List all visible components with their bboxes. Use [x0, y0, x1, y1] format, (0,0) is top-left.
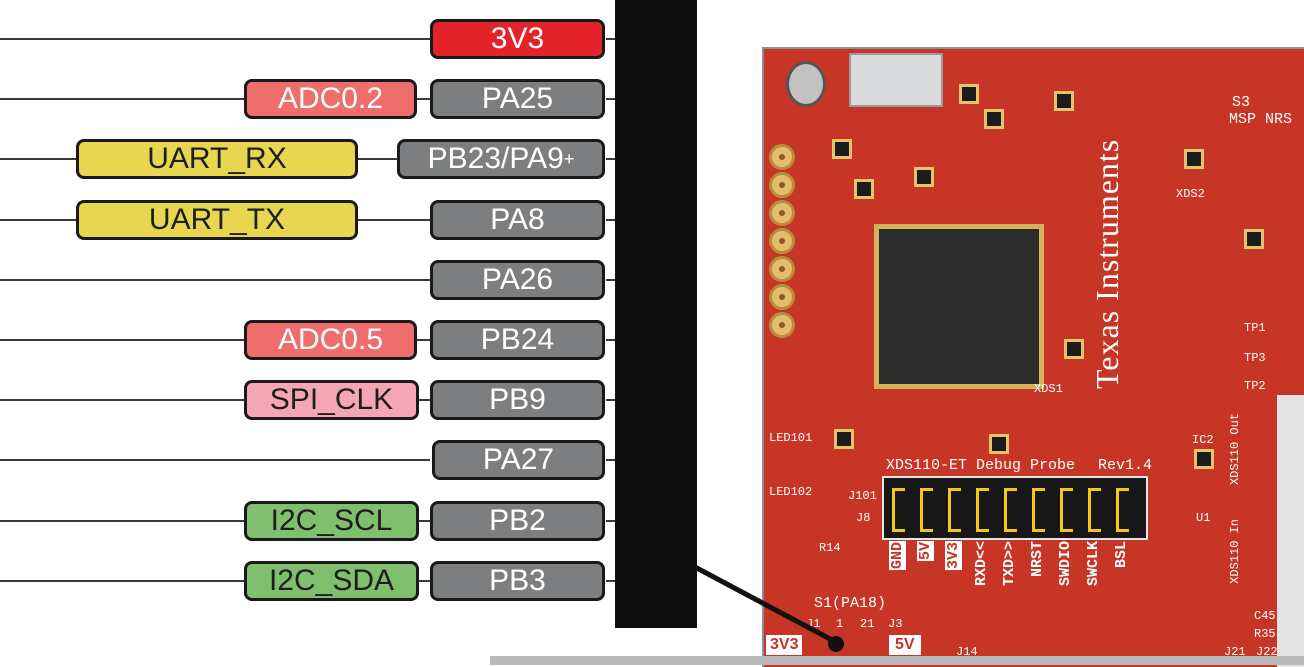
silk-xds110-out: XDS110 Out [1228, 413, 1242, 486]
pin-label: PA8 [430, 200, 605, 240]
debug-signal-label: NRST [1029, 541, 1046, 578]
rev-label: Rev1.4 [1098, 457, 1153, 474]
tag-3v3: 3V3 [766, 635, 803, 655]
silk-tp2: TP2 [1244, 379, 1266, 393]
function-label-uart: UART_TX [76, 200, 358, 240]
debug-signal-label: 3V3 [945, 541, 962, 571]
brand-text: Texas Instruments [1089, 138, 1125, 389]
pin-name: PB3 [489, 564, 546, 597]
silk-j22: J22 [1256, 645, 1278, 659]
silk-j101: J101 [848, 489, 877, 503]
silk-r35: R35 [1254, 627, 1276, 641]
pin-header-strip [615, 0, 697, 628]
silk-xds1: XDS1 [1034, 382, 1063, 396]
silk-pin1: 1 [836, 617, 844, 631]
pin-name: PB9 [489, 383, 546, 416]
silk-ic2: IC2 [1192, 433, 1214, 447]
debug-signal-label: RXD<< [973, 541, 990, 587]
function-label-i2c: I2C_SCL [244, 501, 419, 541]
pin-label: PB3 [430, 561, 605, 601]
function-label-adc: ADC0.5 [244, 320, 417, 360]
pin-name: PA8 [490, 203, 545, 236]
pin-label: PA25 [430, 79, 605, 119]
probe-label: XDS110-ET Debug Probe [886, 457, 1076, 474]
pin-leader-line [0, 339, 430, 341]
silk-xds110-in: XDS110 In [1228, 519, 1242, 584]
silk-led102: LED102 [769, 485, 813, 499]
silk-j3: J3 [888, 617, 903, 631]
pin-name: PA26 [481, 263, 554, 296]
tag-5v: 5V [889, 635, 921, 655]
silk-tp1: TP1 [1244, 321, 1266, 335]
pin-label: PA27 [432, 440, 605, 480]
pin-leader-line [0, 459, 430, 461]
debug-signal-label: TXD>> [1001, 541, 1018, 587]
usb-connector [849, 53, 943, 107]
capacitor [786, 61, 826, 107]
pin-label: PA26 [430, 260, 605, 300]
silk-msp-nrst: MSP NRS [1229, 111, 1293, 128]
side-header-holes [769, 144, 799, 344]
silk-pin21: 21 [860, 617, 875, 631]
function-label-uart: UART_RX [76, 139, 358, 179]
silk-c45: C45 [1254, 609, 1276, 623]
debug-signal-labels: GND 5V 3V3 RXD<< TXD>> NRST SWDIO SWCLK BSL [889, 541, 1149, 633]
function-label-spi: SPI_CLK [244, 380, 419, 420]
pin-leader-line [0, 38, 430, 40]
pin-name: PB2 [489, 504, 546, 537]
pin-name: PA25 [481, 82, 554, 115]
function-label-adc: ADC0.2 [244, 79, 417, 119]
side-connector [1277, 395, 1304, 667]
pin-label: 3V3 [430, 19, 605, 59]
pin-leader-line [0, 98, 430, 100]
silk-j8: J8 [856, 511, 871, 525]
pin-name: PA27 [482, 443, 555, 476]
debug-signal-label: GND [889, 541, 906, 571]
debug-signal-label: 5V [917, 541, 934, 562]
bottom-edge-bar [490, 656, 1304, 665]
board-photo: Texas Instruments S3 MSP NRS XDS1 XDS2 L… [762, 47, 1304, 667]
silk-r14: R14 [819, 541, 841, 555]
silk-j14: J14 [956, 645, 978, 659]
debug-signal-label: SWDIO [1057, 541, 1074, 587]
pin-name: 3V3 [490, 22, 545, 55]
debug-signal-label: SWCLK [1085, 541, 1102, 587]
pin-label: PB24 [430, 320, 605, 360]
pin-leader-line [0, 399, 430, 401]
mcu-chip [874, 224, 1044, 389]
pin-name: PB23/PA9 [427, 142, 564, 175]
pin-label: PB2 [430, 501, 605, 541]
silk-led101: LED101 [769, 431, 813, 445]
pin-name: PB24 [480, 323, 555, 356]
pin-footnote-mark: + [563, 148, 575, 169]
pin-leader-line [0, 580, 430, 582]
silk-u1: U1 [1196, 511, 1211, 525]
silk-xds2: XDS2 [1176, 187, 1205, 201]
pin-label: PB9 [430, 380, 605, 420]
silk-j21: J21 [1224, 645, 1246, 659]
function-label-i2c: I2C_SDA [244, 561, 419, 601]
pin-label: PB23/PA9+ [397, 139, 605, 179]
debug-jumper-block [882, 476, 1148, 540]
silk-s1: S1(PA18) [814, 595, 887, 612]
silk-s3: S3 [1232, 94, 1251, 111]
silk-tp3: TP3 [1244, 351, 1266, 365]
silk-j1: J1 [806, 617, 821, 631]
pin-leader-line [0, 279, 430, 281]
pin-leader-line [0, 520, 430, 522]
debug-signal-label: BSL [1113, 541, 1130, 569]
